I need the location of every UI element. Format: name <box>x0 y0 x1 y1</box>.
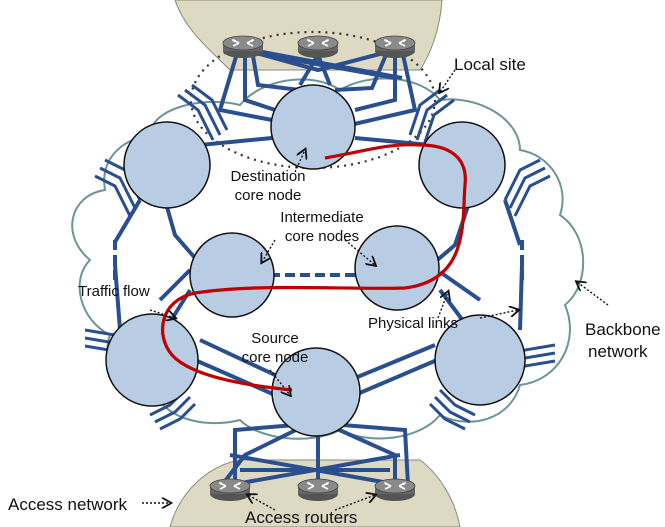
labels: Local site Destination core node Interme… <box>8 55 661 527</box>
source-label-line2: core node <box>242 349 309 366</box>
bottom-routers <box>209 478 416 502</box>
backbone-label-line2: network <box>588 342 648 361</box>
core-node-bottom-right <box>434 314 526 406</box>
router-icon <box>297 478 339 502</box>
router-icon <box>297 35 339 59</box>
access-routers-label: Access routers <box>245 508 357 527</box>
backbone-label-line1: Backbone <box>585 320 661 339</box>
intermediate-core-node-left <box>189 232 275 318</box>
access-network-label: Access network <box>8 495 128 514</box>
physical-links-label: Physical links <box>368 315 458 332</box>
label-pointers <box>142 69 609 511</box>
local-site-boundary <box>189 30 437 170</box>
dashed-links <box>113 240 524 285</box>
router-icon <box>222 35 264 59</box>
source-core-node <box>271 347 361 437</box>
core-node-bottom-left <box>105 313 199 407</box>
destination-core-node <box>270 84 356 170</box>
router-icon <box>374 478 416 502</box>
traffic-flow-path <box>161 143 467 392</box>
intermediate-label-line2: core nodes <box>285 228 359 245</box>
core-nodes <box>105 84 526 437</box>
router-icon <box>374 35 416 59</box>
source-label-line1: Source <box>251 330 299 347</box>
top-routers <box>222 35 416 59</box>
local-site-label: Local site <box>454 55 526 74</box>
stub-links <box>84 83 556 431</box>
intermediate-core-node-right <box>354 225 440 311</box>
router-icon <box>209 478 251 502</box>
physical-links <box>113 48 524 487</box>
traffic-flow-label: Traffic flow <box>78 283 150 300</box>
destination-label-line2: core node <box>235 187 302 204</box>
core-node-top-left <box>123 121 211 209</box>
destination-label-line1: Destination <box>230 168 305 185</box>
intermediate-label-line1: Intermediate <box>280 209 363 226</box>
